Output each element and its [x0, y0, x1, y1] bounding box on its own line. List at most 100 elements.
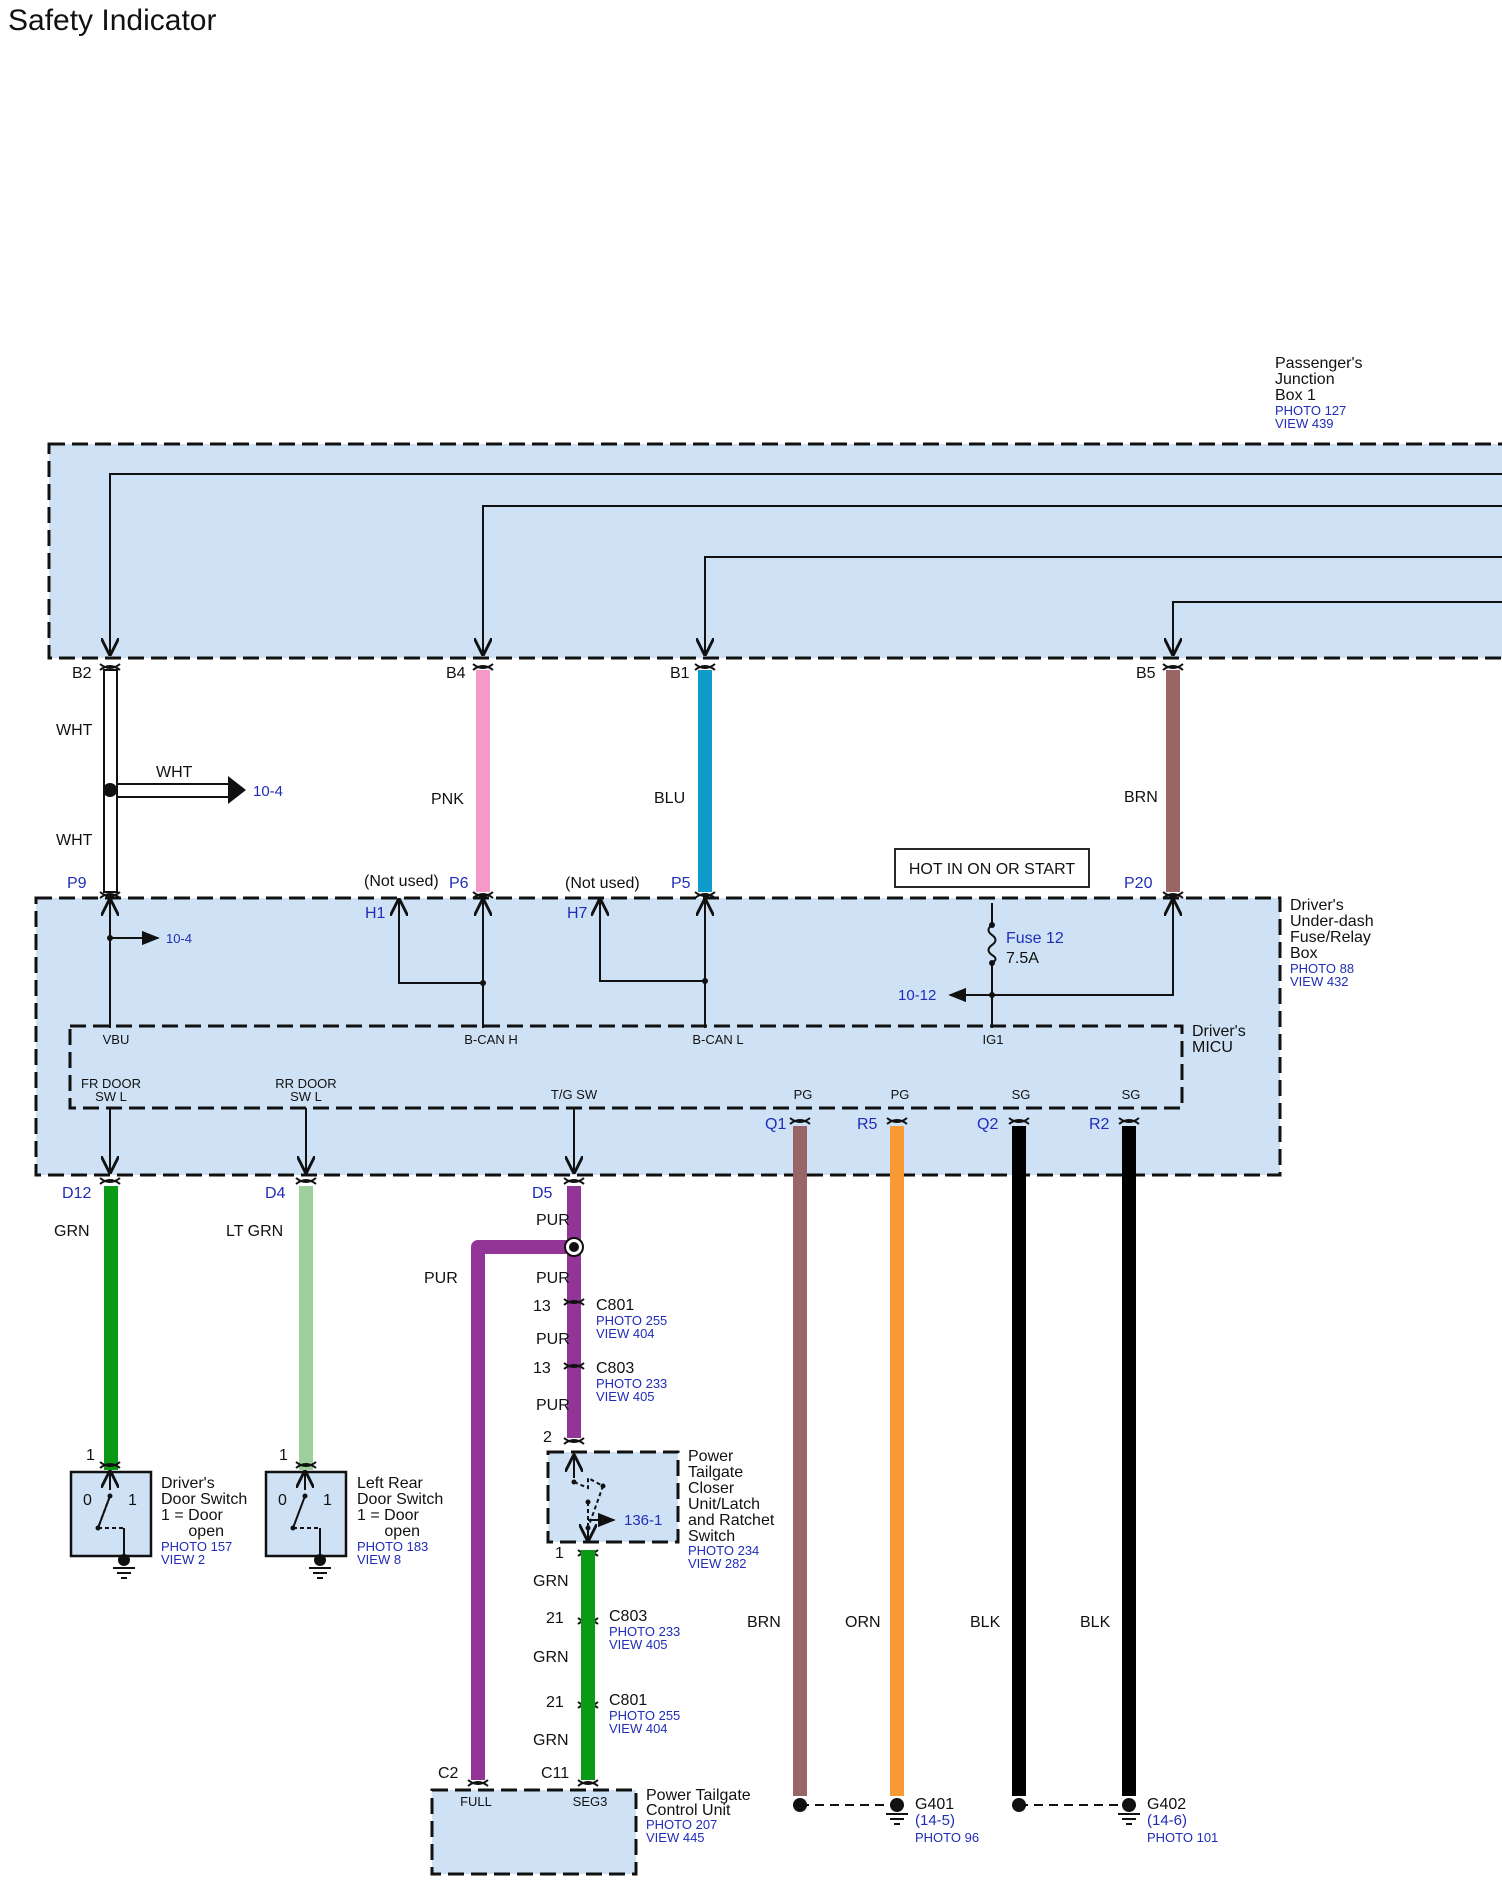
pin-q1: Q1 — [765, 1116, 786, 1133]
pin-b5: B5 — [1136, 665, 1156, 682]
dds-ref: PHOTO 157 — [161, 1539, 232, 1554]
pin-21: 21 — [546, 1694, 564, 1711]
pin-b4: B4 — [446, 665, 466, 682]
ground-dot — [1012, 1798, 1026, 1812]
wire-blk-r2 — [1122, 1126, 1136, 1796]
wire-label-wht: WHT — [156, 764, 193, 781]
wire-label-pur: PUR — [536, 1331, 570, 1348]
wire-wht-branch — [116, 783, 230, 798]
pin-r2: R2 — [1089, 1116, 1110, 1133]
g401-ref: PHOTO 96 — [915, 1830, 979, 1845]
g402-name: G402 — [1147, 1796, 1186, 1813]
fuse-dot — [989, 922, 995, 928]
switch-pos-0: 0 — [83, 1492, 92, 1509]
terminal-rr-door: RR DOOR — [275, 1076, 336, 1091]
g401-name: G401 — [915, 1796, 954, 1813]
tg-ref: VIEW 282 — [688, 1556, 747, 1571]
terminal-pg: PG — [794, 1087, 813, 1102]
wire-label-wht: WHT — [56, 832, 93, 849]
fuse-12-icon — [987, 924, 997, 964]
pin-1: 1 — [279, 1447, 288, 1464]
terminal-rr-door: SW L — [290, 1089, 322, 1104]
wire-lt-grn-d4 — [299, 1186, 313, 1470]
pjb-label: Passenger's Junction Box 1 PHOTO 127 VIE… — [1275, 355, 1363, 431]
pin-13: 13 — [533, 1298, 551, 1315]
pjb-internal-line-b2 — [110, 473, 1502, 654]
terminal-bcan-l: B-CAN L — [692, 1032, 743, 1047]
lrds-ref: VIEW 8 — [357, 1552, 401, 1567]
page-title: Safety Indicator — [8, 4, 216, 37]
h1-line — [399, 900, 483, 984]
tailgate-switch-label: Power Tailgate Closer Unit/Latch and Rat… — [688, 1448, 775, 1571]
dufrb-ref: VIEW 432 — [1290, 974, 1349, 989]
wire-label-pur: PUR — [536, 1270, 570, 1287]
fuse-name: Fuse 12 — [1006, 930, 1064, 947]
pin-p9: P9 — [67, 875, 87, 892]
ground-icon — [309, 1554, 331, 1579]
dds-label-line: Driver's — [161, 1475, 215, 1492]
terminal-bcan-h: B-CAN H — [464, 1032, 517, 1047]
connector-ref: PHOTO 255 — [596, 1313, 667, 1328]
wire-blu — [698, 670, 712, 892]
lrds-label-line: Left Rear — [357, 1475, 423, 1492]
pjb-internal-line-b5 — [1173, 601, 1502, 654]
tcu-label-line: Control Unit — [646, 1802, 731, 1819]
splice-dot — [702, 978, 708, 984]
tg-label-line: Power — [688, 1448, 734, 1465]
terminal-full: FULL — [460, 1794, 492, 1809]
driver-micu — [68, 1024, 1184, 1110]
wire-brn-top — [1166, 670, 1180, 892]
dufrb-label-line: Driver's — [1290, 897, 1344, 914]
sw-dot — [585, 1499, 591, 1505]
dufrb-ref: PHOTO 88 — [1290, 961, 1354, 976]
terminal-fr-door: FR DOOR — [81, 1076, 141, 1091]
wire-label-grn: GRN — [533, 1732, 569, 1749]
wire-label-pur: PUR — [536, 1212, 570, 1229]
passenger-junction-box — [47, 442, 1502, 660]
wire-label-brn: BRN — [1124, 789, 1158, 806]
pin-d12: D12 — [62, 1185, 91, 1202]
tg-ref: PHOTO 234 — [688, 1543, 759, 1558]
power-tailgate-control-unit — [430, 1788, 638, 1876]
ground-icon — [113, 1554, 135, 1579]
micu-label-line: Driver's — [1192, 1023, 1246, 1040]
pin-c11: C11 — [541, 1765, 569, 1782]
tcu-ref: PHOTO 207 — [646, 1817, 717, 1832]
tg-label-line: Unit/Latch — [688, 1496, 760, 1513]
pin-q2: Q2 — [977, 1116, 998, 1133]
terminal-seg3: SEG3 — [573, 1794, 608, 1809]
pjb-label-line: Junction — [1275, 371, 1335, 388]
wire-pnk — [476, 670, 490, 892]
dds-label-line: open — [188, 1523, 224, 1540]
dufrb-label-line: Fuse/Relay — [1290, 929, 1371, 946]
fuse-rating: 7.5A — [1006, 950, 1039, 967]
dufrb-label: Driver's Under-dash Fuse/Relay Box PHOTO… — [1290, 897, 1374, 989]
wire-label-blk: BLK — [1080, 1614, 1111, 1631]
connector-ref: PHOTO 233 — [609, 1624, 680, 1639]
connector-ref: PHOTO 255 — [609, 1708, 680, 1723]
tg-label-line: and Ratchet — [688, 1512, 775, 1529]
wire-grn-d12 — [104, 1186, 118, 1470]
ref-136-1: 136-1 — [624, 1512, 662, 1529]
connector-ref: VIEW 404 — [609, 1721, 668, 1736]
connector-c801: C801 — [609, 1692, 647, 1709]
ground-icon — [886, 1813, 908, 1825]
micu-label-line: MICU — [1192, 1039, 1233, 1056]
dds-ref: VIEW 2 — [161, 1552, 205, 1567]
wire-wht-b2-p9 — [103, 669, 118, 893]
splice-dot — [107, 935, 113, 941]
ref-10-4: 10-4 — [166, 931, 192, 946]
g401-sub: (14-5) — [915, 1812, 955, 1829]
ref-10-4: 10-4 — [253, 783, 283, 800]
dufrb-label-line: Under-dash — [1290, 913, 1374, 930]
sw-contact — [573, 1476, 605, 1529]
micu-label: Driver's MICU — [1192, 1023, 1246, 1056]
pin-h7: H7 — [567, 905, 588, 922]
sw-dot — [571, 1479, 577, 1485]
pin-p6: P6 — [449, 875, 469, 892]
g402-ref: PHOTO 101 — [1147, 1830, 1218, 1845]
lrds-label-line: 1 = Door — [357, 1507, 419, 1524]
not-used-note: (Not used) — [565, 875, 640, 892]
left-rear-door-switch-label: Left Rear Door Switch 1 = Door open PHOT… — [357, 1475, 443, 1567]
